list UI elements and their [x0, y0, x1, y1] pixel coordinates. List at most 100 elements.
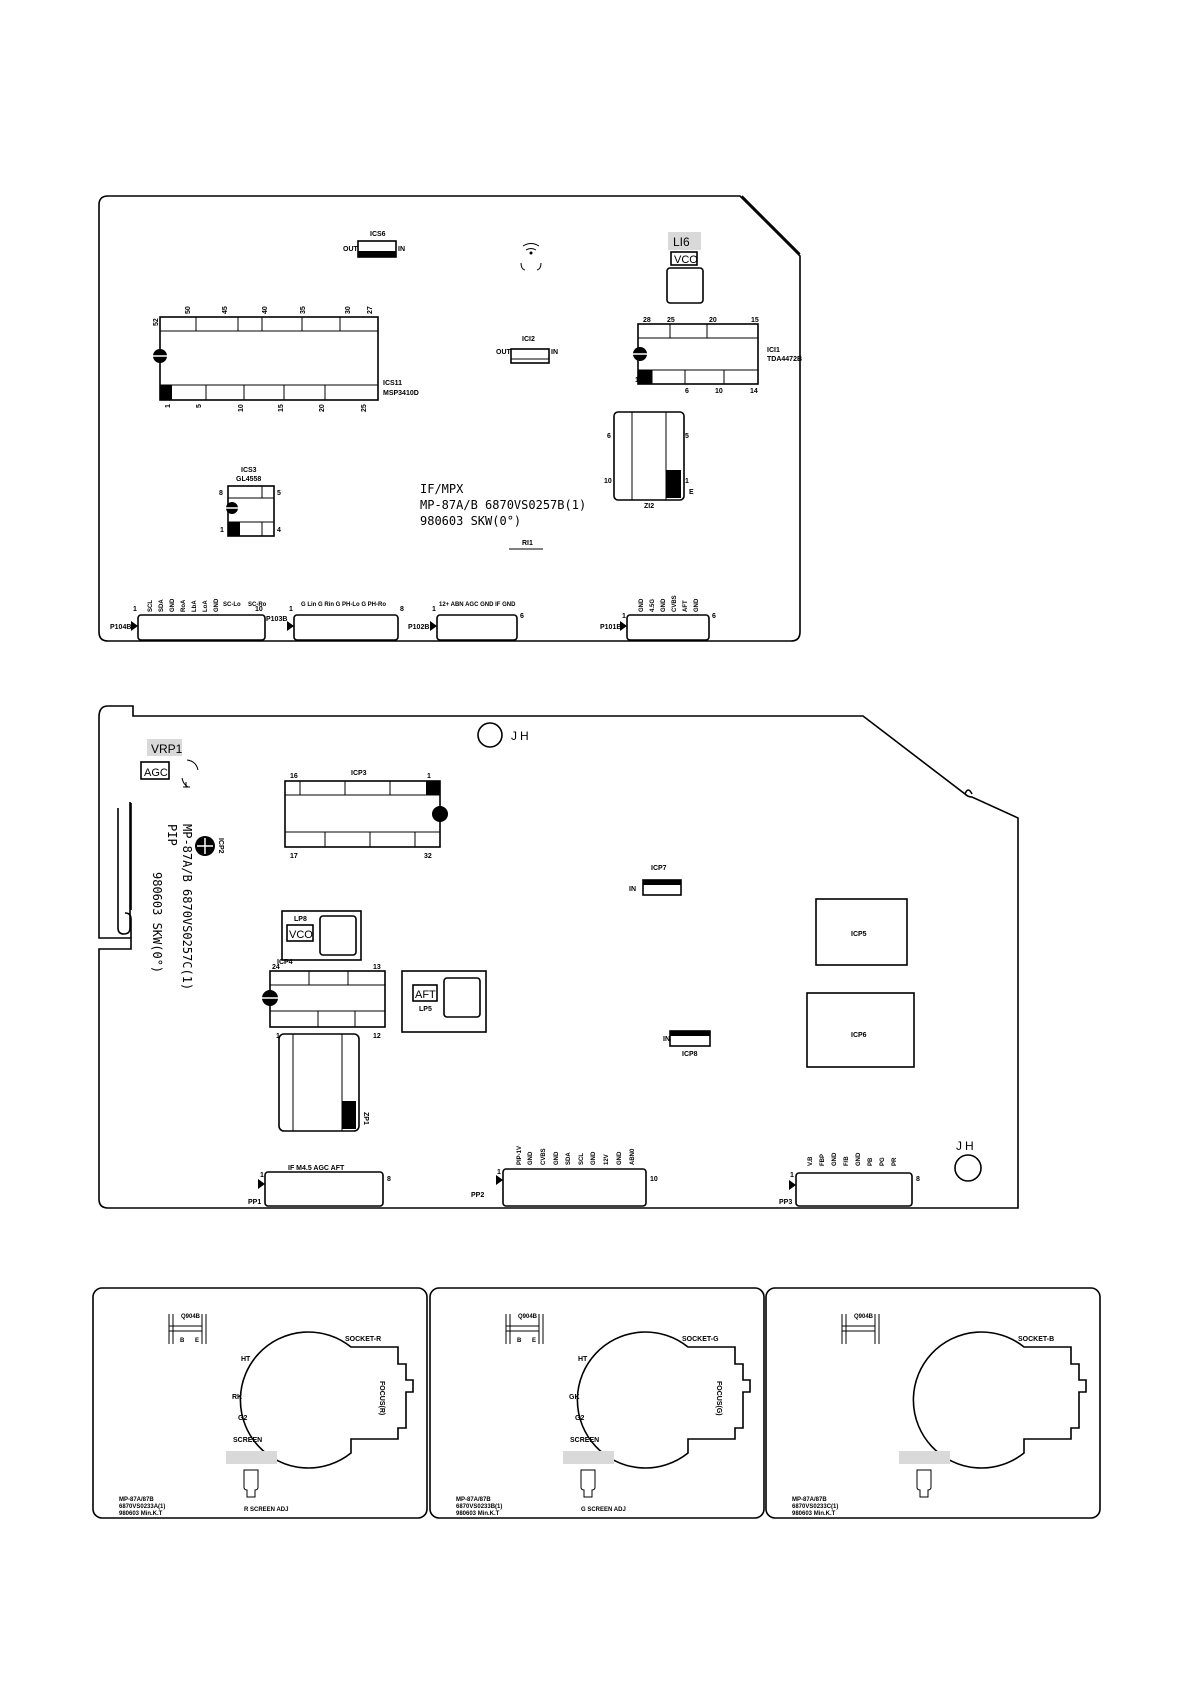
svg-text:10: 10 — [715, 388, 723, 395]
svg-text:6: 6 — [685, 388, 689, 395]
lp8-vco-coil: LP8 VCO — [281, 910, 362, 961]
lp5-aft-coil: AFT LP5 — [401, 970, 487, 1033]
crt-g-pin-label: GK — [569, 1394, 580, 1401]
svg-text:Q904B: Q904B — [518, 1314, 538, 1320]
crt-r-pin-label: SCREEN — [233, 1437, 262, 1444]
crt-g-screen-adj-label: G SCREEN ADJ — [581, 1507, 626, 1513]
svg-text:RoA: RoA — [181, 599, 187, 612]
crt-r-title-3: 980603 Min.K.T — [119, 1511, 163, 1517]
svg-text:15: 15 — [278, 404, 285, 412]
ics6-label: ICS6 — [370, 231, 386, 238]
svg-text:GND: GND — [170, 598, 176, 612]
pip-left-slot-1 — [117, 802, 131, 935]
svg-text:SC-Ro: SC-Ro — [248, 602, 267, 608]
svg-text:8: 8 — [400, 606, 404, 613]
icp5-label: ICP5 — [851, 931, 867, 938]
ici1-part-label: TDA4472B — [767, 356, 802, 363]
svg-text:ABN0: ABN0 — [630, 1148, 636, 1165]
crt-b-socket-label: SOCKET-B — [1018, 1336, 1054, 1343]
pip-board-outline — [98, 705, 1019, 1209]
svg-text:RI1: RI1 — [522, 540, 533, 547]
ici2-regulator: ICI2 OUT IN — [496, 336, 558, 364]
crt-r-socket-label: SOCKET-R — [345, 1336, 381, 1343]
svg-text:8: 8 — [219, 490, 223, 497]
svg-text:24: 24 — [272, 964, 280, 971]
li6-vco-coil: LI6 VCO — [666, 232, 704, 304]
p103b-signals: G Lin G Rin G PH-Lo G PH-Ro — [301, 602, 386, 608]
icp6-module: ICP6 — [806, 992, 915, 1068]
icp2-regulator: ICP2 — [195, 836, 224, 856]
pip-board-title: MP-87A/B 6870VS0257C(1) PIP 980603 SKW(0… — [150, 824, 194, 990]
ics11-chip: 52 50 45 40 35 30 27 1 5 10 15 20 25 ICS… — [153, 306, 419, 412]
svg-text:25: 25 — [361, 404, 368, 412]
crt-b-title-3: 980603 Min.K.T — [792, 1511, 836, 1517]
svg-text:10: 10 — [255, 606, 263, 613]
crt-b-screen-pot — [916, 1469, 932, 1498]
crt-r-screen-pot — [243, 1469, 259, 1498]
ics11-bottom-pin-numbers: 1 5 10 15 20 25 — [165, 404, 368, 412]
svg-text:1: 1 — [635, 377, 639, 384]
ri1-marker: RI1 — [509, 540, 543, 550]
crt-b-title-2: 6870VS0233C(1) — [792, 1504, 838, 1510]
jh-mounting-hole-right — [954, 1154, 982, 1182]
p101b-label: P101B — [600, 624, 621, 631]
icp4-chip: ICP4 24 13 1 12 — [262, 959, 386, 1040]
crt-b-transistor: Q904B — [841, 1314, 880, 1344]
crt-g-title-3: 980603 Min.K.T — [456, 1511, 500, 1517]
svg-text:32: 32 — [424, 853, 432, 860]
pip-notch — [964, 789, 973, 795]
svg-text:16: 16 — [290, 773, 298, 780]
ics3-label: ICS3 — [241, 467, 257, 474]
icp8-label: ICP8 — [682, 1051, 698, 1058]
svg-text:30: 30 — [345, 306, 352, 314]
li6-label: LI6 — [673, 235, 690, 249]
crt-g-screen-pot — [580, 1469, 596, 1498]
pip-left-slot-2 — [124, 912, 132, 938]
ics6-regulator: ICS6 OUT IN — [343, 231, 405, 258]
ics6-out-label: OUT — [343, 246, 359, 253]
svg-text:5: 5 — [196, 404, 203, 408]
trimmer-symbol — [520, 243, 542, 271]
svg-text:1: 1 — [685, 478, 689, 485]
li6-vco-label: VCO — [674, 254, 698, 266]
p104b-label: P104B — [110, 624, 131, 631]
svg-text:GND: GND — [528, 1151, 534, 1165]
svg-text:15: 15 — [751, 317, 759, 324]
crt-board-r-outline — [92, 1287, 428, 1519]
svg-text:Q904B: Q904B — [181, 1314, 201, 1320]
connector-pp3: PP3 1 8 V.B FBP GND F/B GND PB PG PR — [779, 1152, 920, 1207]
svg-text:B: B — [517, 1338, 522, 1344]
svg-text:50: 50 — [185, 306, 192, 314]
icp6-label: ICP6 — [851, 1032, 867, 1039]
icp2-label: ICP2 — [217, 838, 224, 854]
if-title-line3: 980603 SKW(0°) — [420, 514, 521, 528]
svg-text:GND: GND — [661, 598, 667, 612]
crt-r-screen-adj-label: R SCREEN ADJ — [244, 1507, 288, 1513]
lp8-vco-label: VCO — [289, 929, 313, 941]
svg-text:12V: 12V — [604, 1154, 610, 1165]
svg-text:FBP: FBP — [820, 1154, 826, 1166]
pip-board: JH JH VRP1 AGC ICP3 16 1 17 32 ICP2 — [98, 705, 1019, 1209]
svg-text:GND: GND — [554, 1151, 560, 1165]
crt-g-focus-label: FOCUS(G) — [715, 1381, 722, 1416]
svg-text:10: 10 — [650, 1176, 658, 1183]
svg-text:E: E — [689, 489, 694, 496]
crt-b-screen-pot-highlight — [899, 1451, 950, 1464]
crt-g-pin-label: G2 — [575, 1415, 584, 1422]
svg-text:GND: GND — [694, 598, 700, 612]
svg-text:25: 25 — [667, 317, 675, 324]
icp5-module: ICP5 — [815, 898, 908, 966]
svg-text:1: 1 — [165, 404, 172, 408]
svg-text:F/B: F/B — [844, 1156, 850, 1166]
svg-text:20: 20 — [709, 317, 717, 324]
svg-text:1: 1 — [790, 1172, 794, 1179]
svg-text:LoA: LoA — [203, 600, 209, 612]
crt-b-title-1: MP-87A/87B — [792, 1497, 827, 1503]
svg-text:LbA: LbA — [192, 600, 198, 612]
jh-mounting-hole-top — [477, 722, 503, 748]
svg-text:B: B — [180, 1338, 185, 1344]
pip-title-line1: MP-87A/B 6870VS0257C(1) — [180, 824, 194, 990]
